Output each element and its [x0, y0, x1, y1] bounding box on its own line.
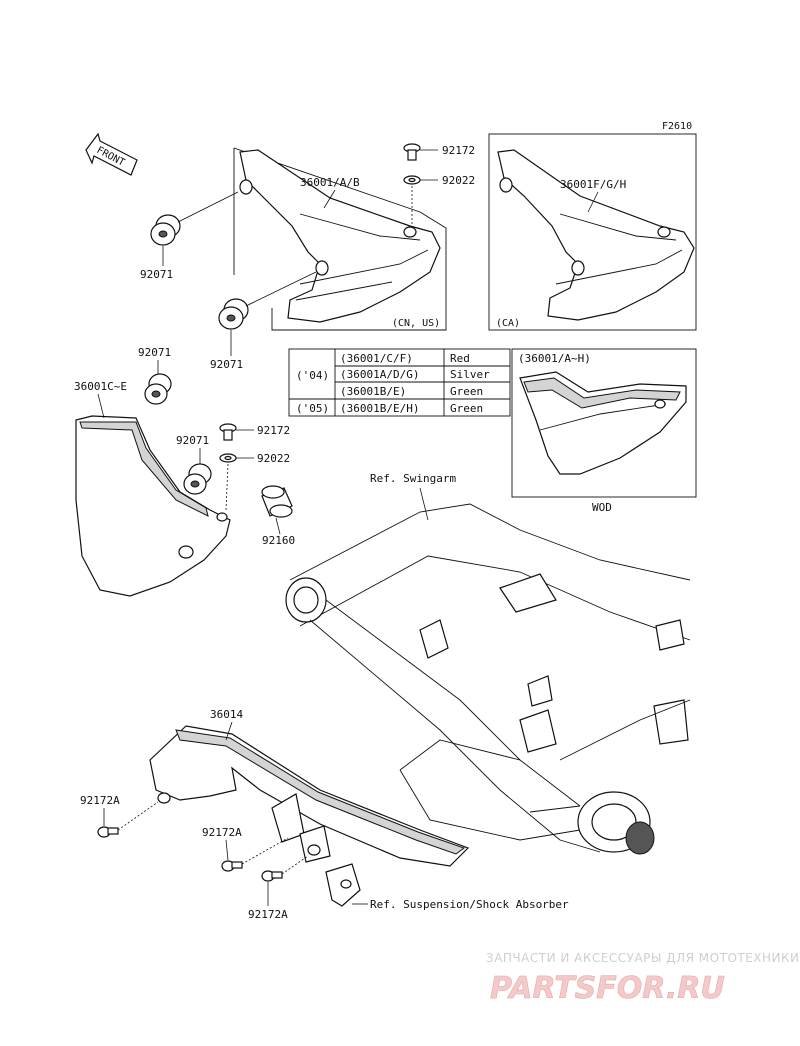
label-92172a-2: 92172A	[202, 826, 242, 839]
front-arrow-icon: FRONT	[85, 132, 138, 176]
table-color-row-4: Green	[450, 402, 483, 415]
wod-header: (36001/A~H)	[518, 352, 591, 365]
side-cover-36001-c-e-group: 36001C~E	[74, 380, 231, 597]
shock-bracket-reference: Ref. Suspension/Shock Absorber	[325, 863, 569, 911]
grommet-92071-d: 92071	[176, 434, 212, 495]
side-cover-36001-f-g-h	[497, 149, 695, 321]
watermark-brand: PARTSFOR.RU	[490, 971, 725, 1006]
side-cover-36001-a-b	[239, 149, 441, 323]
label-92172a-1: 92172A	[80, 794, 120, 807]
label-36001-a-b: 36001/A/B	[300, 176, 360, 189]
chain-cover-36014-group: 36014	[149, 708, 470, 867]
ref-suspension-label: Ref. Suspension/Shock Absorber	[370, 898, 569, 911]
bolt-92172a-3: 92172A	[248, 855, 309, 921]
grommet-92071-a: 92071	[140, 191, 239, 281]
wod-label: WOD	[592, 501, 612, 514]
table-year-04: ('04)	[296, 369, 329, 382]
wod-box: (36001/A~H) WOD	[511, 348, 697, 514]
label-92022-mid: 92022	[257, 452, 290, 465]
ref-swingarm-label: Ref. Swingarm	[370, 472, 456, 485]
label-92071-d: 92071	[176, 434, 209, 447]
bolt-92172a-2: 92172A	[202, 826, 289, 872]
bolt-92172-mid: 92172	[219, 423, 290, 441]
label-92071-c: 92071	[138, 346, 171, 359]
label-92172-mid: 92172	[257, 424, 290, 437]
washer-92022-mid: 92022	[219, 452, 290, 511]
table-parts-row-2: (36001A/D/G)	[340, 368, 419, 381]
swingarm-reference: Ref. Swingarm	[285, 472, 691, 855]
bolt-92172a-1: 92172A	[80, 794, 159, 838]
collar-92160: 92160	[261, 485, 295, 547]
bolt-92172-top: 92172	[403, 143, 475, 161]
grommet-92071-b: 92071	[210, 271, 317, 371]
table-parts-row-1: (36001/C/F)	[340, 352, 413, 365]
watermark-logo: ЗАПЧАСТИ И АКСЕССУАРЫ ДЛЯ МОТОТЕХНИКИ PA…	[486, 951, 800, 1006]
tag-cn-us: (CN, US)	[392, 318, 440, 329]
label-92071-a: 92071	[140, 268, 173, 281]
table-color-row-2: Silver	[450, 368, 490, 381]
label-92160: 92160	[262, 534, 295, 547]
label-92172a-3: 92172A	[248, 908, 288, 921]
label-92022-top: 92022	[442, 174, 475, 187]
label-36001-c-e: 36001C~E	[74, 380, 127, 393]
color-table: ('04) ('05) (36001/C/F) (36001A/D/G) (36…	[288, 348, 511, 417]
label-92071-b: 92071	[210, 358, 243, 371]
table-parts-row-4: (36001B/E/H)	[340, 402, 419, 415]
figure-code: F2610	[662, 121, 692, 132]
label-36014: 36014	[210, 708, 243, 721]
side-cover-cn-us-group: 36001/A/B (CN, US)	[233, 147, 447, 331]
table-color-row-3: Green	[450, 385, 483, 398]
tag-ca: (CA)	[496, 318, 520, 329]
label-92172-top: 92172	[442, 144, 475, 157]
watermark-tagline: ЗАПЧАСТИ И АКСЕССУАРЫ ДЛЯ МОТОТЕХНИКИ	[486, 951, 800, 965]
table-parts-row-3: (36001B/E)	[340, 385, 406, 398]
grommet-92071-c: 92071	[138, 346, 172, 405]
table-color-row-1: Red	[450, 352, 470, 365]
washer-92022-top: 92022	[403, 174, 475, 226]
table-year-05: ('05)	[296, 402, 329, 415]
label-36001-f-g-h: 36001F/G/H	[560, 178, 626, 191]
side-cover-ca-group: 36001F/G/H (CA)	[488, 133, 697, 331]
